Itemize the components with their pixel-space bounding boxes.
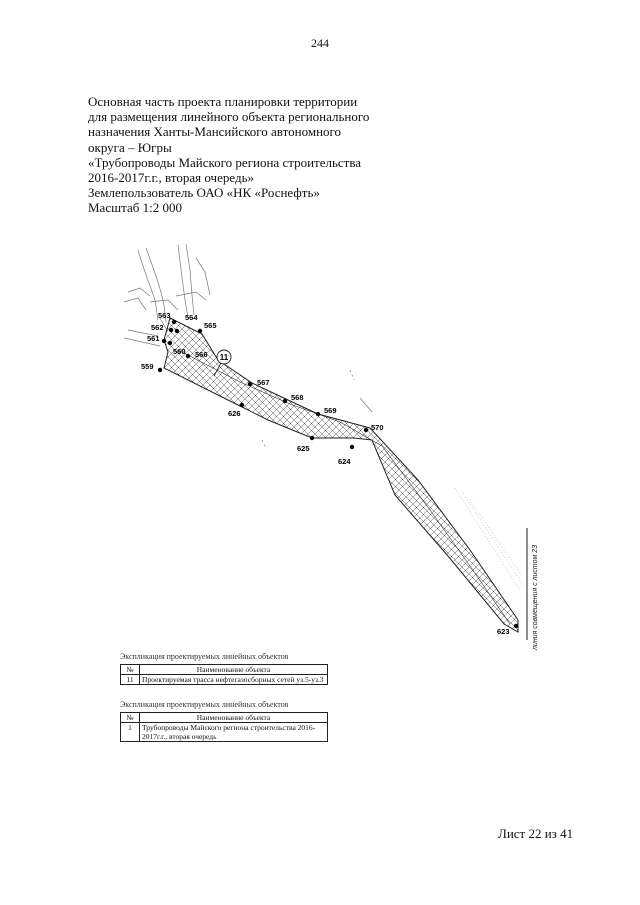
point-569: [315, 411, 321, 417]
object-marker: 11: [216, 349, 232, 365]
label-560: 560: [173, 347, 186, 356]
point-623: [513, 623, 519, 629]
title-block: Основная часть проекта планировки террит…: [88, 94, 418, 216]
point-564: [174, 328, 180, 334]
label-623: 623: [497, 627, 510, 636]
point-567: [247, 381, 253, 387]
explication-2-title: Экспликация проектируемых линейных объек…: [120, 700, 289, 709]
label-565: 565: [204, 321, 217, 330]
table-row: 11 Проектируемая трасса нефтегазосборных…: [120, 674, 328, 685]
pipeline-corridor: [163, 317, 519, 633]
point-568: [282, 398, 288, 404]
page-number: 244: [311, 36, 329, 50]
point-562: [168, 327, 174, 333]
point-625: [309, 435, 315, 441]
explication-1-title: Экспликация проектируемых линейных объек…: [120, 652, 289, 661]
title-line: назначения Ханты-Мансийского автономного: [88, 124, 342, 140]
label-569: 569: [324, 406, 337, 415]
title-line: 2016-2017г.г., вторая очередь»: [88, 170, 254, 186]
point-566: [185, 353, 191, 359]
table-row: 1 Трубопроводы Майского региона строител…: [120, 722, 328, 742]
label-562: 562: [151, 323, 164, 332]
point-563: [171, 319, 177, 325]
point-570: [363, 427, 369, 433]
label-567: 567: [257, 378, 270, 387]
label-625: 625: [297, 444, 310, 453]
match-line-label: линия совмещения с листом 23: [532, 545, 539, 651]
row-num: 11: [120, 674, 140, 685]
header-num: №: [120, 664, 140, 675]
title-line: Землепользователь ОАО «НК «Роснефть»: [88, 185, 320, 201]
label-561: 561: [147, 334, 160, 343]
explication-2-table: № Наименование объекта 1 Трубопроводы Ма…: [120, 712, 328, 742]
label-566: 566: [195, 350, 208, 359]
label-559: 559: [141, 362, 154, 371]
title-line: Основная часть проекта планировки террит…: [88, 94, 358, 109]
title-line: Масштаб 1:2 000: [88, 200, 182, 216]
label-564: 564: [185, 313, 198, 322]
point-560: [167, 340, 173, 346]
point-559: [157, 367, 163, 373]
header-num: №: [120, 712, 140, 723]
row-name: Проектируемая трасса нефтегазосборных се…: [139, 674, 328, 685]
title-line: «Трубопроводы Майского региона строитель…: [88, 154, 362, 170]
point-626: [239, 402, 245, 408]
row-name: Трубопроводы Майского региона строительс…: [139, 722, 328, 742]
turning-points: [157, 319, 519, 629]
point-565: [197, 328, 203, 334]
row-num: 1: [120, 722, 140, 742]
point-624: [349, 444, 355, 450]
sheet-label: Лист 22 из 41: [498, 826, 574, 841]
title-line: округа – Югры: [88, 139, 172, 155]
label-624: 624: [338, 457, 351, 466]
object-marker-label: 11: [220, 353, 229, 362]
right-edge-hatch: [454, 487, 525, 591]
label-563: 563: [158, 311, 171, 320]
corridor-centerline: [177, 349, 511, 625]
header-name: Наименование объекта: [139, 712, 328, 723]
label-570: 570: [371, 423, 384, 432]
header-name: Наименование объекта: [139, 664, 328, 675]
title-line: для размещения линейного объекта региона…: [88, 109, 370, 125]
cadastral-lines: [123, 243, 373, 449]
label-568: 568: [291, 393, 304, 402]
point-561: [161, 338, 167, 344]
object-leader: [213, 362, 222, 377]
explication-1-table: № Наименование объекта 11 Проектируемая …: [120, 664, 328, 685]
label-626: 626: [228, 409, 241, 418]
